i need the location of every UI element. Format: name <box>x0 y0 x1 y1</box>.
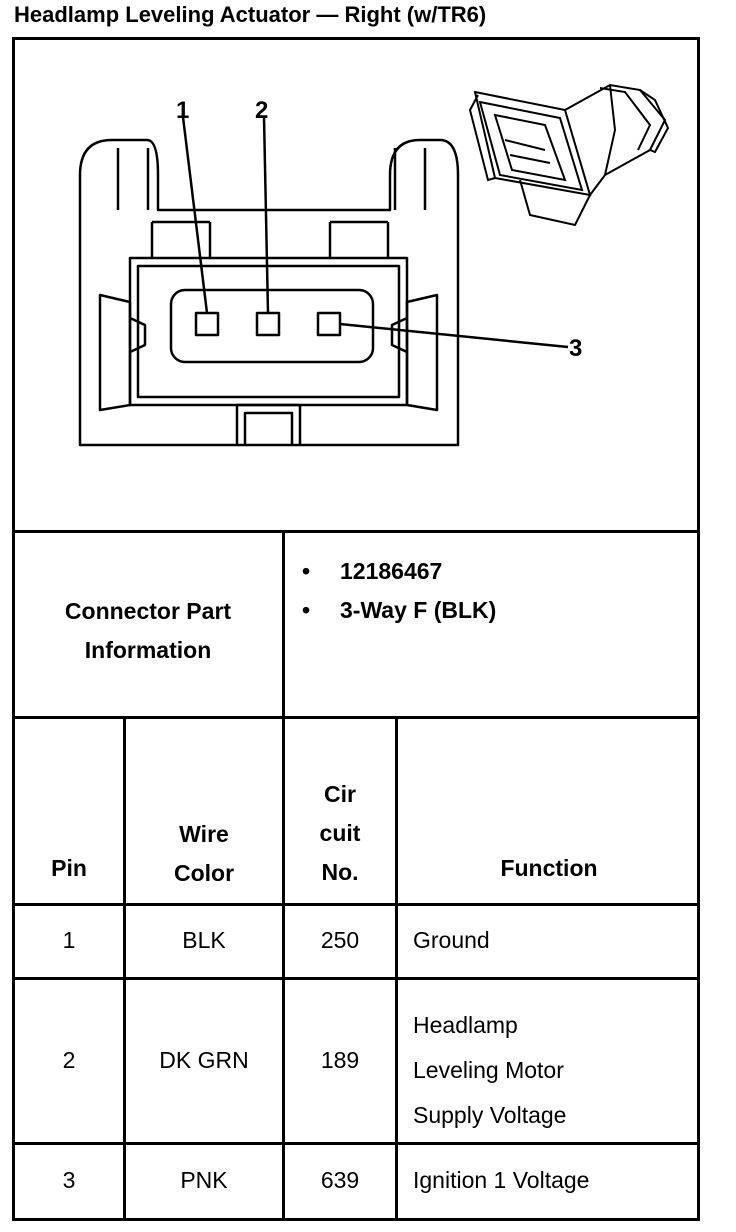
function-line: Leveling Motor <box>413 1057 564 1083</box>
header-function: Function <box>500 855 598 881</box>
pin-1-label: 1 <box>176 97 189 124</box>
bullet: • <box>302 597 311 623</box>
table-row-3-function: Ignition 1 Voltage <box>413 1167 590 1193</box>
table-row-2-wire: DK GRN <box>159 1047 249 1073</box>
divider-diagram <box>12 530 700 533</box>
divider-header <box>12 903 700 906</box>
table-row-1-circuit: 250 <box>320 927 360 953</box>
table-row-2-function: Headlamp Leveling Motor Supply Voltage <box>413 1003 566 1138</box>
connector-info-list: • 12186467 • 3-Way F (BLK) <box>302 552 496 630</box>
header-circuit-no: Cir cuit No. <box>285 775 395 892</box>
document-frame <box>12 37 700 1221</box>
divider-connector-info <box>12 716 700 719</box>
divider-pin-col <box>123 716 126 1221</box>
function-line: Headlamp <box>413 1012 518 1038</box>
connector-info-label-line1: Connector Part <box>64 598 232 624</box>
header-wire-color: Wire Color <box>126 815 282 893</box>
table-row-1-wire: BLK <box>182 927 226 953</box>
table-row-3-circuit: 639 <box>320 1167 360 1193</box>
function-line: Supply Voltage <box>413 1102 567 1128</box>
header-circuit-line3: No. <box>321 859 359 885</box>
connector-diagram: 1 2 3 <box>78 83 670 447</box>
divider-function-col <box>395 716 398 1221</box>
divider-info-col <box>282 530 285 1221</box>
header-wire-color-line2: Color <box>173 860 235 886</box>
connector-info-item: • 3-Way F (BLK) <box>302 591 496 630</box>
connector-info-item: • 12186467 <box>302 552 496 591</box>
table-row-2-circuit: 189 <box>320 1047 360 1073</box>
pin-2-label: 2 <box>255 97 268 124</box>
table-row-1-pin: 1 <box>62 927 76 953</box>
pin-3-label: 3 <box>569 335 582 362</box>
connector-info-label-line2: Information <box>84 637 212 663</box>
divider-row-1 <box>12 977 700 980</box>
header-circuit-line1: Cir <box>324 781 356 807</box>
header-pin: Pin <box>51 855 87 881</box>
connector-info-label: Connector Part Information <box>15 592 281 670</box>
header-circuit-line2: cuit <box>319 820 361 846</box>
table-row-3-wire: PNK <box>180 1167 228 1193</box>
header-wire-color-line1: Wire <box>179 821 229 847</box>
table-row-3-pin: 3 <box>62 1167 76 1193</box>
table-row-1-function: Ground <box>413 927 490 953</box>
divider-row-2 <box>12 1142 700 1145</box>
table-row-2-pin: 2 <box>62 1047 76 1073</box>
bullet: • <box>302 558 311 584</box>
connector-description: 3-Way F (BLK) <box>340 597 497 623</box>
page-title: Headlamp Leveling Actuator — Right (w/TR… <box>14 2 487 27</box>
part-number: 12186467 <box>340 558 443 584</box>
